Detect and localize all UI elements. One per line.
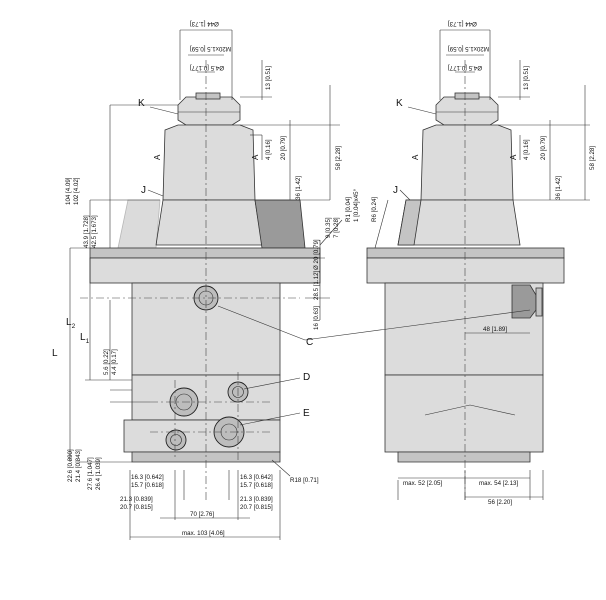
dim-d207-left: 20.7 [0.815]: [120, 504, 153, 511]
dim-d4-left: 4 [0.16]: [265, 139, 272, 160]
dim-d13-left: 13 [0.51]: [265, 66, 272, 90]
dim-d103: max. 103 [4.06]: [182, 530, 225, 537]
dim-d58-left: 58 [2.28]: [335, 146, 342, 170]
label-e: E: [303, 408, 310, 419]
dim-d44b: 4.4 [0.17]: [111, 349, 118, 375]
dim-d20-left: 20 [0.79]: [280, 136, 287, 160]
dim-d157-left: 15.7 [0.618]: [131, 482, 164, 489]
front-view: [80, 60, 321, 500]
dim-r18: R18 [0.71]: [290, 477, 319, 484]
dim-d213-left: 21.3 [0.839]: [120, 496, 153, 503]
dim-d163-left: 16.3 [0.642]: [131, 474, 164, 481]
label-d: D: [303, 372, 310, 383]
dim-d020: Ø 20 [0.79]: [313, 239, 320, 270]
label-a-2: A: [251, 154, 260, 160]
dim-d16: 16 [0.63]: [313, 306, 320, 330]
dim-m20-left: M20x1.5 [0.59]: [190, 45, 231, 52]
label-l: L: [52, 348, 58, 359]
dim-d425: 42.5 [1.673]: [91, 215, 98, 248]
dim-d163-right: 16.3 [0.642]: [240, 474, 273, 481]
label-a-4: A: [509, 154, 518, 160]
label-a-1: A: [153, 154, 162, 160]
dim-d44-left: Ø44 [1.73]: [190, 20, 219, 27]
label-k-left: K: [138, 98, 145, 109]
dim-d36-right: 36 [1.42]: [555, 176, 562, 200]
dim-d20-right: 20 [0.79]: [540, 136, 547, 160]
dim-r1: R1 [0.04]: [345, 197, 352, 222]
dimension-text: Ø44 [1.73] M20x1.5 [0.59] Ø4.5 [0.177] 1…: [65, 20, 596, 537]
dim-d207-right: 20.7 [0.815]: [240, 504, 273, 511]
dim-d276: 27.6 [1.047]: [87, 457, 94, 490]
dimension-lines: [69, 29, 590, 540]
dim-d7: 7 [0.28]: [333, 217, 340, 238]
dim-d9: 9 [0.35]: [325, 217, 332, 238]
dim-d56: 5.6 [0.22]: [103, 349, 110, 375]
dim-r6: R6 [0.24]: [371, 197, 378, 222]
dim-d285: 28.5 [1.12]: [313, 270, 320, 300]
label-k-right: K: [396, 98, 403, 109]
label-j-left: J: [141, 185, 146, 196]
dim-c1: 1 [0.04]x45°: [353, 188, 360, 222]
callout-labels: K K J J A A A A C D E L L1 L2: [52, 98, 518, 419]
dim-d264: 26.4 [1.039]: [95, 457, 102, 490]
dim-d54: max. 54 [2.13]: [479, 480, 518, 487]
dim-d226: 22.6 [0.890]: [67, 449, 74, 482]
dim-d213-right: 21.3 [0.839]: [240, 496, 273, 503]
label-j-right: J: [393, 185, 398, 196]
dim-d58-right: 58 [2.28]: [589, 146, 596, 170]
side-view: [366, 60, 565, 500]
label-c: C: [306, 337, 313, 348]
label-a-3: A: [411, 154, 420, 160]
dim-d4-right: 4 [0.16]: [523, 139, 530, 160]
dim-d45-right: Ø4.5 [0.177]: [448, 64, 482, 71]
dim-d48: 48 [1.89]: [483, 326, 507, 333]
label-l2: L2: [66, 317, 76, 330]
dim-d214: 21.4 [0.843]: [75, 449, 82, 482]
label-l1: L1: [80, 332, 90, 345]
dim-d70: 70 [2.76]: [190, 511, 214, 518]
dim-d44-right: Ø44 [1.73]: [448, 20, 477, 27]
dim-d104: 104 [4.09]: [65, 177, 72, 205]
dim-d56b: 56 [2.20]: [488, 499, 512, 506]
dim-d45-left: Ø4.5 [0.177]: [190, 64, 224, 71]
dim-d52: max. 52 [2.05]: [403, 480, 442, 487]
dim-d157-right: 15.7 [0.618]: [240, 482, 273, 489]
dim-d36-left: 36 [1.42]: [295, 176, 302, 200]
dim-m20-right: M20x1.5 [0.59]: [448, 45, 489, 52]
dim-d102: 102 [4.02]: [73, 177, 80, 205]
dim-d439: 43.9 [1.728]: [83, 215, 90, 248]
dim-d13-right: 13 [0.51]: [523, 66, 530, 90]
